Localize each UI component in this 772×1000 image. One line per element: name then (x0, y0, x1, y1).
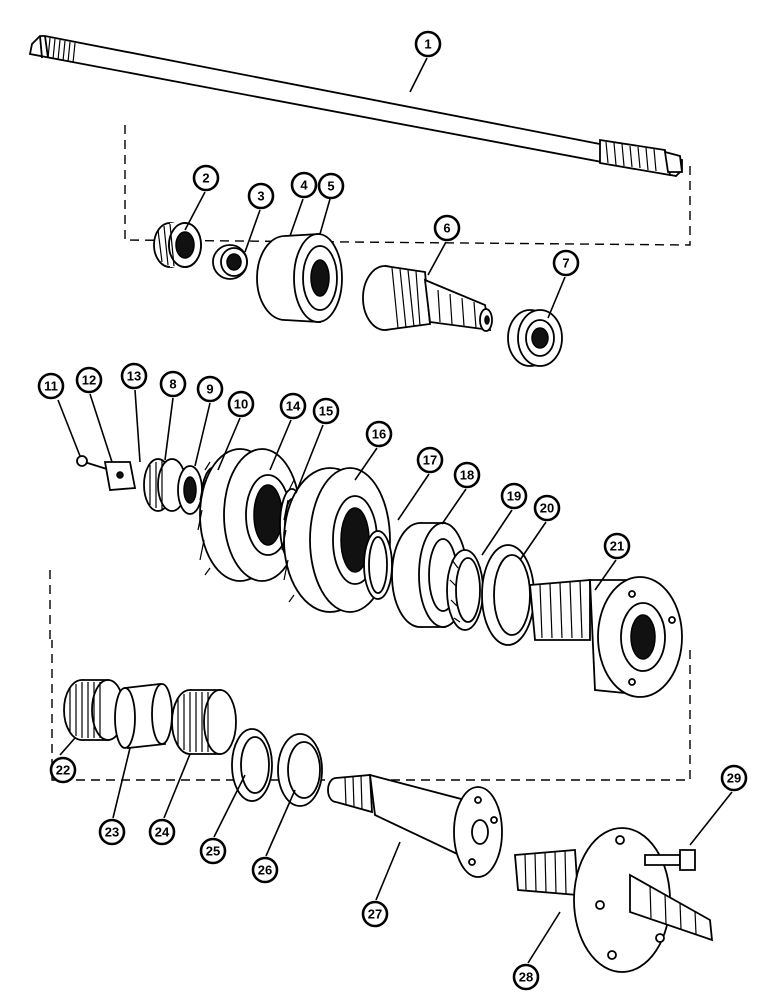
svg-text:29: 29 (727, 771, 741, 786)
callout-12: 12 (75, 366, 103, 394)
svg-text:22: 22 (56, 763, 70, 778)
svg-text:21: 21 (610, 539, 624, 554)
part-20-seal (481, 544, 535, 646)
part-27-output-shaft (327, 773, 503, 878)
callout-25: 25 (199, 837, 227, 865)
svg-text:14: 14 (286, 399, 301, 414)
callout-7: 7 (552, 249, 580, 277)
callout-28: 28 (512, 963, 540, 991)
part-25-thrust-washer (231, 728, 273, 802)
part-1-shaft (28, 35, 684, 177)
part-8-9-bearing-stack (143, 458, 203, 515)
callout-10: 10 (227, 390, 255, 418)
callout-9: 9 (196, 375, 224, 403)
part-21-flanged-housing (529, 576, 683, 698)
callout-23: 23 (98, 818, 126, 846)
callout-27: 27 (361, 900, 389, 928)
svg-text:23: 23 (105, 825, 119, 840)
callout-26: 26 (251, 856, 279, 884)
svg-text:7: 7 (562, 256, 569, 271)
callout-19: 19 (500, 482, 528, 510)
callout-16: 16 (365, 420, 393, 448)
svg-text:17: 17 (423, 453, 437, 468)
svg-text:1: 1 (424, 37, 431, 52)
callout-22: 22 (49, 756, 77, 784)
svg-text:10: 10 (234, 397, 248, 412)
callout-20: 20 (533, 494, 561, 522)
part-17-snap-ring (363, 530, 393, 600)
svg-text:16: 16 (372, 427, 386, 442)
callout-18: 18 (453, 461, 481, 489)
upper-group-bracket (124, 125, 691, 246)
part-3-bearing (212, 244, 248, 280)
part-29-bolt (644, 849, 696, 871)
svg-text:12: 12 (82, 373, 96, 388)
callout-21: 21 (603, 532, 631, 560)
svg-text:11: 11 (44, 379, 58, 394)
svg-text:2: 2 (202, 171, 209, 186)
part-19-washer (446, 549, 484, 631)
svg-text:19: 19 (507, 489, 521, 504)
callout-29: 29 (720, 764, 748, 792)
callout-8: 8 (159, 370, 187, 398)
callout-14: 14 (279, 392, 307, 420)
part-22-needle-bearing (63, 679, 125, 741)
svg-text:28: 28 (519, 970, 533, 985)
svg-text:3: 3 (257, 189, 264, 204)
callout-11: 11 (37, 372, 65, 400)
callout-24: 24 (148, 818, 176, 846)
part-14-gear (197, 448, 301, 582)
svg-text:8: 8 (169, 377, 176, 392)
svg-text:25: 25 (206, 844, 220, 859)
part-23-sleeve (114, 683, 173, 749)
callout-3: 3 (247, 182, 275, 210)
callout-2: 2 (192, 164, 220, 192)
svg-text:13: 13 (127, 369, 141, 384)
callout-15: 15 (312, 397, 340, 425)
svg-text:15: 15 (319, 404, 333, 419)
svg-text:18: 18 (460, 468, 474, 483)
part-4-5-housing (256, 233, 343, 323)
lower-group-bracket (49, 570, 691, 781)
callout-17: 17 (416, 446, 444, 474)
part-6-pinion-gear (362, 265, 493, 332)
svg-text:4: 4 (300, 178, 308, 193)
svg-text:5: 5 (327, 179, 334, 194)
part-24-needle-bearing (171, 689, 237, 755)
part-26-seal (277, 733, 323, 807)
svg-text:6: 6 (443, 221, 450, 236)
callout-13: 13 (120, 362, 148, 390)
callout-4: 4 (290, 171, 318, 199)
part-2-splined-coupler (153, 222, 202, 268)
callout-6: 6 (433, 214, 461, 242)
callout-5: 5 (317, 172, 345, 200)
part-7-bearing (507, 309, 563, 367)
part-11-12-13-bolt-plate (76, 455, 137, 491)
leader-lines (57, 57, 733, 964)
svg-text:9: 9 (206, 382, 213, 397)
callout-1: 1 (414, 30, 442, 58)
svg-text:26: 26 (258, 863, 272, 878)
svg-text:20: 20 (540, 501, 554, 516)
svg-text:24: 24 (155, 825, 170, 840)
svg-text:27: 27 (368, 907, 382, 922)
